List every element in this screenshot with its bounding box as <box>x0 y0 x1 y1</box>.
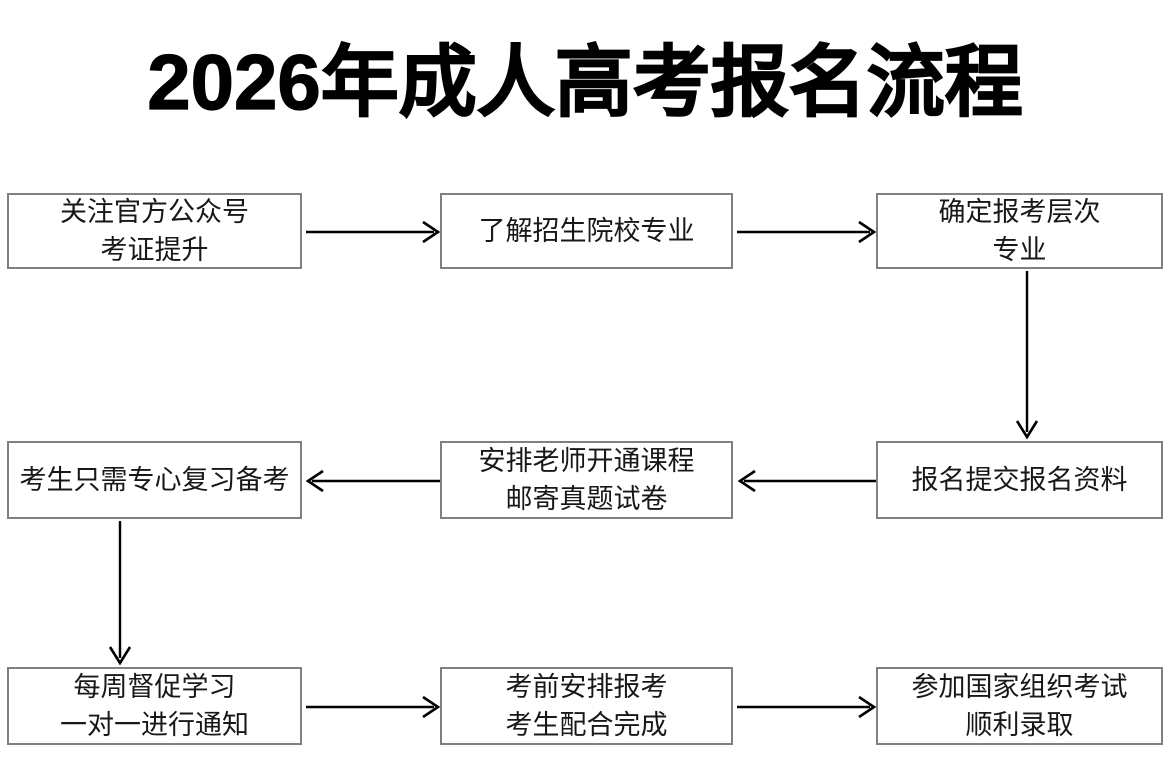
arrow-node4-to-node5 <box>735 466 876 496</box>
arrow-node7-to-node8 <box>306 692 441 722</box>
node-line: 专业 <box>992 235 1047 265</box>
node-line: 了解招生院校专业 <box>478 216 695 246</box>
node-line: 报名提交报名资料 <box>911 465 1128 495</box>
flow-node-pre-exam-registration[interactable]: 考前安排报考 考生配合完成 <box>440 667 733 745</box>
node-line: 考证提升 <box>100 235 209 265</box>
flow-node-take-national-exam[interactable]: 参加国家组织考试 顺利录取 <box>876 667 1163 745</box>
flow-node-candidate-focus-review[interactable]: 考生只需专心复习备考 <box>7 441 302 519</box>
node-line: 考前安排报考 <box>505 672 668 702</box>
arrow-node8-to-node9 <box>737 692 877 722</box>
node-line: 考生只需专心复习备考 <box>19 465 290 495</box>
node-line: 关注官方公众号 <box>60 197 249 227</box>
flow-node-follow-official-account[interactable]: 关注官方公众号 考证提升 <box>7 193 302 269</box>
arrow-node5-to-node6 <box>303 466 440 496</box>
flow-node-learn-schools-majors[interactable]: 了解招生院校专业 <box>440 193 733 269</box>
node-line: 确定报考层次 <box>938 197 1101 227</box>
node-line: 一对一进行通知 <box>60 710 249 740</box>
page-title: 2026年成人高考报名流程 <box>147 37 1024 126</box>
node-line: 安排老师开通课程 <box>478 446 695 476</box>
flow-node-teacher-opens-course[interactable]: 安排老师开通课程 邮寄真题试卷 <box>440 441 733 519</box>
node-line: 每周督促学习 <box>73 672 236 702</box>
flow-node-submit-application-materials[interactable]: 报名提交报名资料 <box>876 441 1163 519</box>
node-line: 参加国家组织考试 <box>911 672 1128 702</box>
arrow-node6-to-node7 <box>105 521 135 666</box>
arrow-node2-to-node3 <box>737 217 877 247</box>
node-line: 顺利录取 <box>965 710 1074 740</box>
arrow-node3-to-node4 <box>1012 271 1042 440</box>
flow-node-decide-level-major[interactable]: 确定报考层次 专业 <box>876 193 1163 269</box>
node-line: 考生配合完成 <box>505 710 668 740</box>
node-line: 邮寄真题试卷 <box>505 484 668 514</box>
flow-node-weekly-study-supervision[interactable]: 每周督促学习 一对一进行通知 <box>7 667 302 745</box>
arrow-node1-to-node2 <box>306 217 441 247</box>
